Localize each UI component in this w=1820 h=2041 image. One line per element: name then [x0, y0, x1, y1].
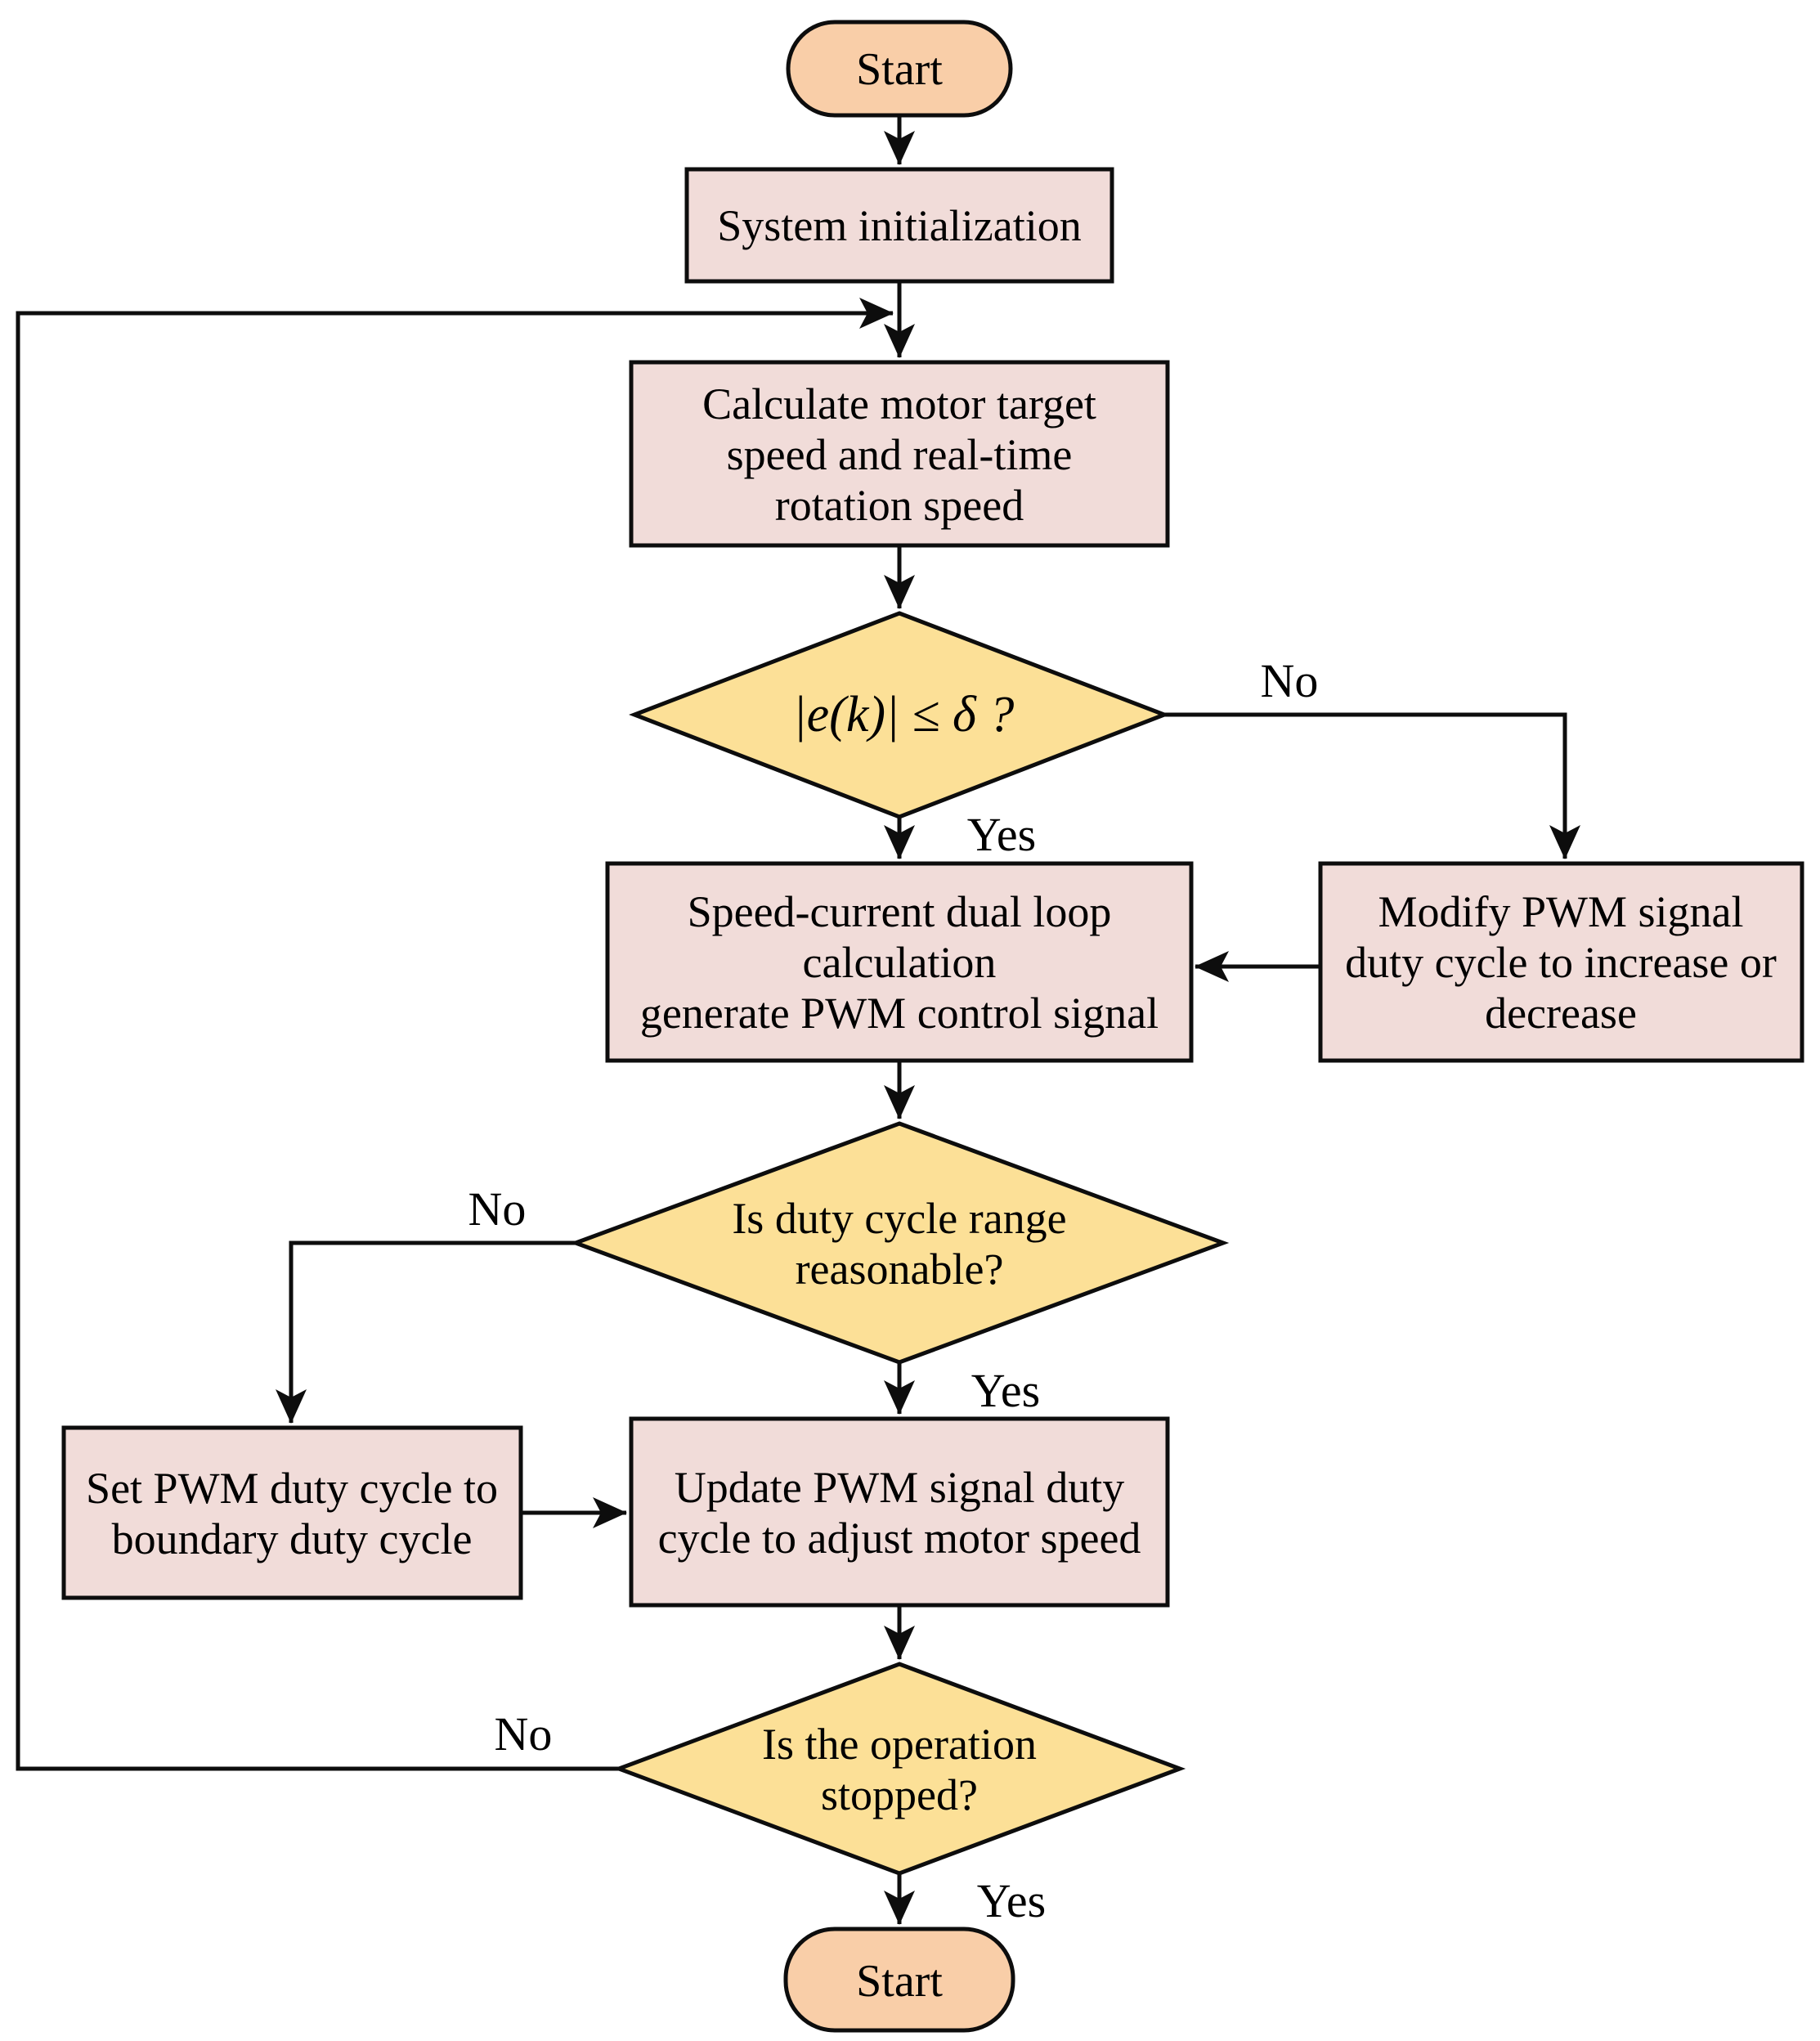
edge-duty-no-to-set-boundary [276, 1240, 576, 1424]
dual-loop-line-1: Speed-current dual loop [688, 887, 1112, 936]
edge-stop-no-feedback [16, 298, 894, 1771]
set-boundary-line-2: boundary duty cycle [112, 1514, 473, 1563]
node-operation-stopped-decision [612, 1662, 1186, 1876]
label-stop-yes: Yes [977, 1874, 1046, 1927]
edge-error-no-to-modify [1164, 712, 1580, 859]
dual-loop-line-2: calculation [803, 938, 997, 987]
nodes: Start System initialization Calculate mo… [61, 20, 1804, 2033]
modify-pwm-line-2: duty cycle to increase or [1345, 938, 1777, 987]
operation-stopped-line-1: Is the operation [762, 1720, 1037, 1769]
label-stop-no: No [495, 1707, 553, 1761]
label-error-yes: Yes [967, 808, 1036, 861]
calculate-speed-line-1: Calculate motor target [702, 379, 1096, 428]
node-duty-range-decision [569, 1121, 1230, 1365]
node-modify-pwm [1318, 861, 1804, 1063]
node-start-terminator [786, 20, 1013, 118]
label-error-no: No [1261, 654, 1319, 707]
node-set-boundary-duty [61, 1425, 523, 1600]
label-duty-yes: Yes [971, 1364, 1040, 1417]
update-pwm-line-1: Update PWM signal duty [675, 1463, 1124, 1512]
node-calculate-speed [629, 360, 1170, 548]
operation-stopped-line-2: stopped? [821, 1770, 978, 1819]
modify-pwm-line-3: decrease [1485, 989, 1637, 1038]
node-end-terminator [783, 1927, 1015, 2033]
modify-pwm-line-1: Modify PWM signal [1378, 887, 1743, 936]
node-error-threshold-decision [629, 611, 1170, 819]
edge-labels: No Yes No Yes No Yes [468, 654, 1319, 1927]
calculate-speed-line-3: rotation speed [775, 481, 1024, 530]
label-duty-no: No [468, 1182, 527, 1236]
calculate-speed-line-2: speed and real-time [727, 430, 1073, 479]
system-initialization-label: System initialization [717, 201, 1081, 250]
error-threshold-label: |e(k)| ≤ δ ? [793, 687, 1015, 742]
set-boundary-line-1: Set PWM duty cycle to [86, 1464, 498, 1513]
duty-range-line-2: reasonable? [796, 1245, 1004, 1294]
edges [16, 115, 1580, 1925]
node-dual-loop-calculation [605, 861, 1194, 1063]
dual-loop-line-3: generate PWM control signal [640, 989, 1159, 1038]
end-terminator-label: Start [856, 1956, 943, 2007]
node-system-initialization [684, 167, 1114, 284]
duty-range-line-1: Is duty cycle range [732, 1194, 1066, 1243]
update-pwm-line-2: cycle to adjust motor speed [658, 1514, 1141, 1563]
start-terminator-label: Start [856, 44, 943, 95]
node-update-pwm [629, 1416, 1170, 1608]
